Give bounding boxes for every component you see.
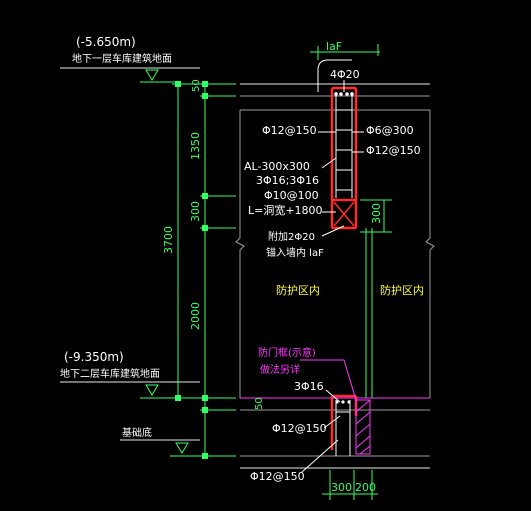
leader-lines [301, 80, 364, 473]
top-bar-dot-2 [350, 92, 354, 96]
dim-3700-text: 3700 [162, 226, 175, 254]
dim-50-top-text: 50 [191, 79, 202, 92]
zone-right-label: 防护区内 [380, 283, 424, 297]
bottom-bars-text: 3Φ16 [294, 380, 324, 393]
beam-length-text: L=洞宽+1800 [248, 203, 323, 217]
top-bars-text: 4Φ20 [330, 68, 360, 81]
right-stirrup-text: Φ12@150 [366, 144, 421, 157]
dim-300-right-text: 300 [370, 203, 383, 224]
dim-marker-398 [202, 395, 208, 401]
right-tie-text: Φ6@300 [366, 124, 414, 137]
door-leader-2 [343, 359, 357, 401]
dim-marker-3700-bot [175, 395, 181, 401]
bottom-stirrup-2-text: Φ12@150 [250, 470, 305, 483]
right-break-line [425, 110, 435, 398]
door-detail-text: 做法另详 [260, 363, 300, 376]
dim-marker-456 [202, 453, 208, 459]
door-frame-rect [355, 399, 371, 455]
dim-marker-410 [202, 407, 208, 413]
laf-dimension [310, 44, 380, 92]
door-frame-hatch [300, 359, 371, 455]
right-dimension [360, 199, 392, 398]
leader-bottom-stirrup-1 [323, 415, 341, 429]
hatch-2 [355, 411, 371, 425]
dim-300-left-text: 300 [189, 201, 202, 222]
top-bar-dot-3 [339, 92, 343, 96]
dim-h-200-text: 200 [355, 481, 376, 494]
left-stirrup-text: Φ12@150 [262, 124, 317, 137]
dim-marker-196 [202, 193, 208, 199]
slab-lines [235, 83, 435, 469]
b1-level-triangle [145, 69, 159, 81]
bottom-bar-dot-2 [341, 400, 345, 404]
bottom-stirrup-1-text: Φ12@150 [272, 422, 327, 435]
zone-left-label: 防护区内 [276, 283, 320, 297]
leader-bottom-bars [325, 389, 341, 403]
rebar-dots-bottom [335, 400, 351, 404]
dim-h-300-text: 300 [331, 481, 352, 494]
hatch-4 [355, 435, 371, 449]
leader-extra [321, 225, 345, 237]
dim-2000-text: 2000 [189, 302, 202, 330]
beam-bars-text: 3Φ16;3Φ16 [256, 174, 319, 187]
b2-level-label: 地下二层车库建筑地面 [60, 367, 160, 380]
door-frame-text: 防门框(示意) [258, 346, 316, 359]
hatch-5 [359, 445, 371, 455]
extra-bars-text: 附加2Φ20 [268, 230, 315, 243]
b1-level-label: 地下一层车库建筑地面 [72, 52, 172, 65]
anchor-text: 锚入墙内 laF [266, 246, 324, 259]
bottom-dimension [322, 470, 378, 500]
dim-marker-84 [202, 81, 208, 87]
b2-level-triangle [145, 384, 159, 396]
leader-bottom-stirrup-2 [301, 439, 339, 473]
bottom-bar-dot-1 [335, 400, 339, 404]
dim-marker-3700-top [175, 81, 181, 87]
beam-cross-2 [333, 201, 355, 227]
laf-text: laF [326, 40, 342, 53]
b2-elevation-text: (-9.350m) [64, 350, 124, 364]
left-break-line [235, 110, 245, 398]
foundation-label: 基础底 [122, 426, 152, 439]
rebar-dots-top [334, 92, 354, 96]
beam-stirrup-text: Φ10@100 [264, 189, 319, 202]
top-bar-dot-4 [345, 92, 349, 96]
leader-beam [321, 157, 337, 169]
dimension-markers [175, 81, 208, 459]
dim-1350-text: 1350 [189, 132, 202, 160]
bottom-bar-dot-3 [347, 400, 351, 404]
dim-marker-228 [202, 225, 208, 231]
wall-lower-bars [335, 400, 351, 456]
beam-name-text: AL-300x300 [244, 160, 310, 173]
b1-elevation-text: (-5.650m) [76, 35, 136, 49]
top-bar-dot-1 [334, 92, 338, 96]
wall-upper [330, 86, 358, 230]
wall-inner-bars [335, 92, 353, 198]
top-bar-hook [317, 59, 352, 92]
hatch-1 [355, 399, 371, 413]
dim-50-bottom-text: 50 [254, 397, 265, 410]
hatch-3 [355, 423, 371, 437]
foundation-level-triangle [175, 442, 189, 454]
dim-marker-96 [202, 93, 208, 99]
